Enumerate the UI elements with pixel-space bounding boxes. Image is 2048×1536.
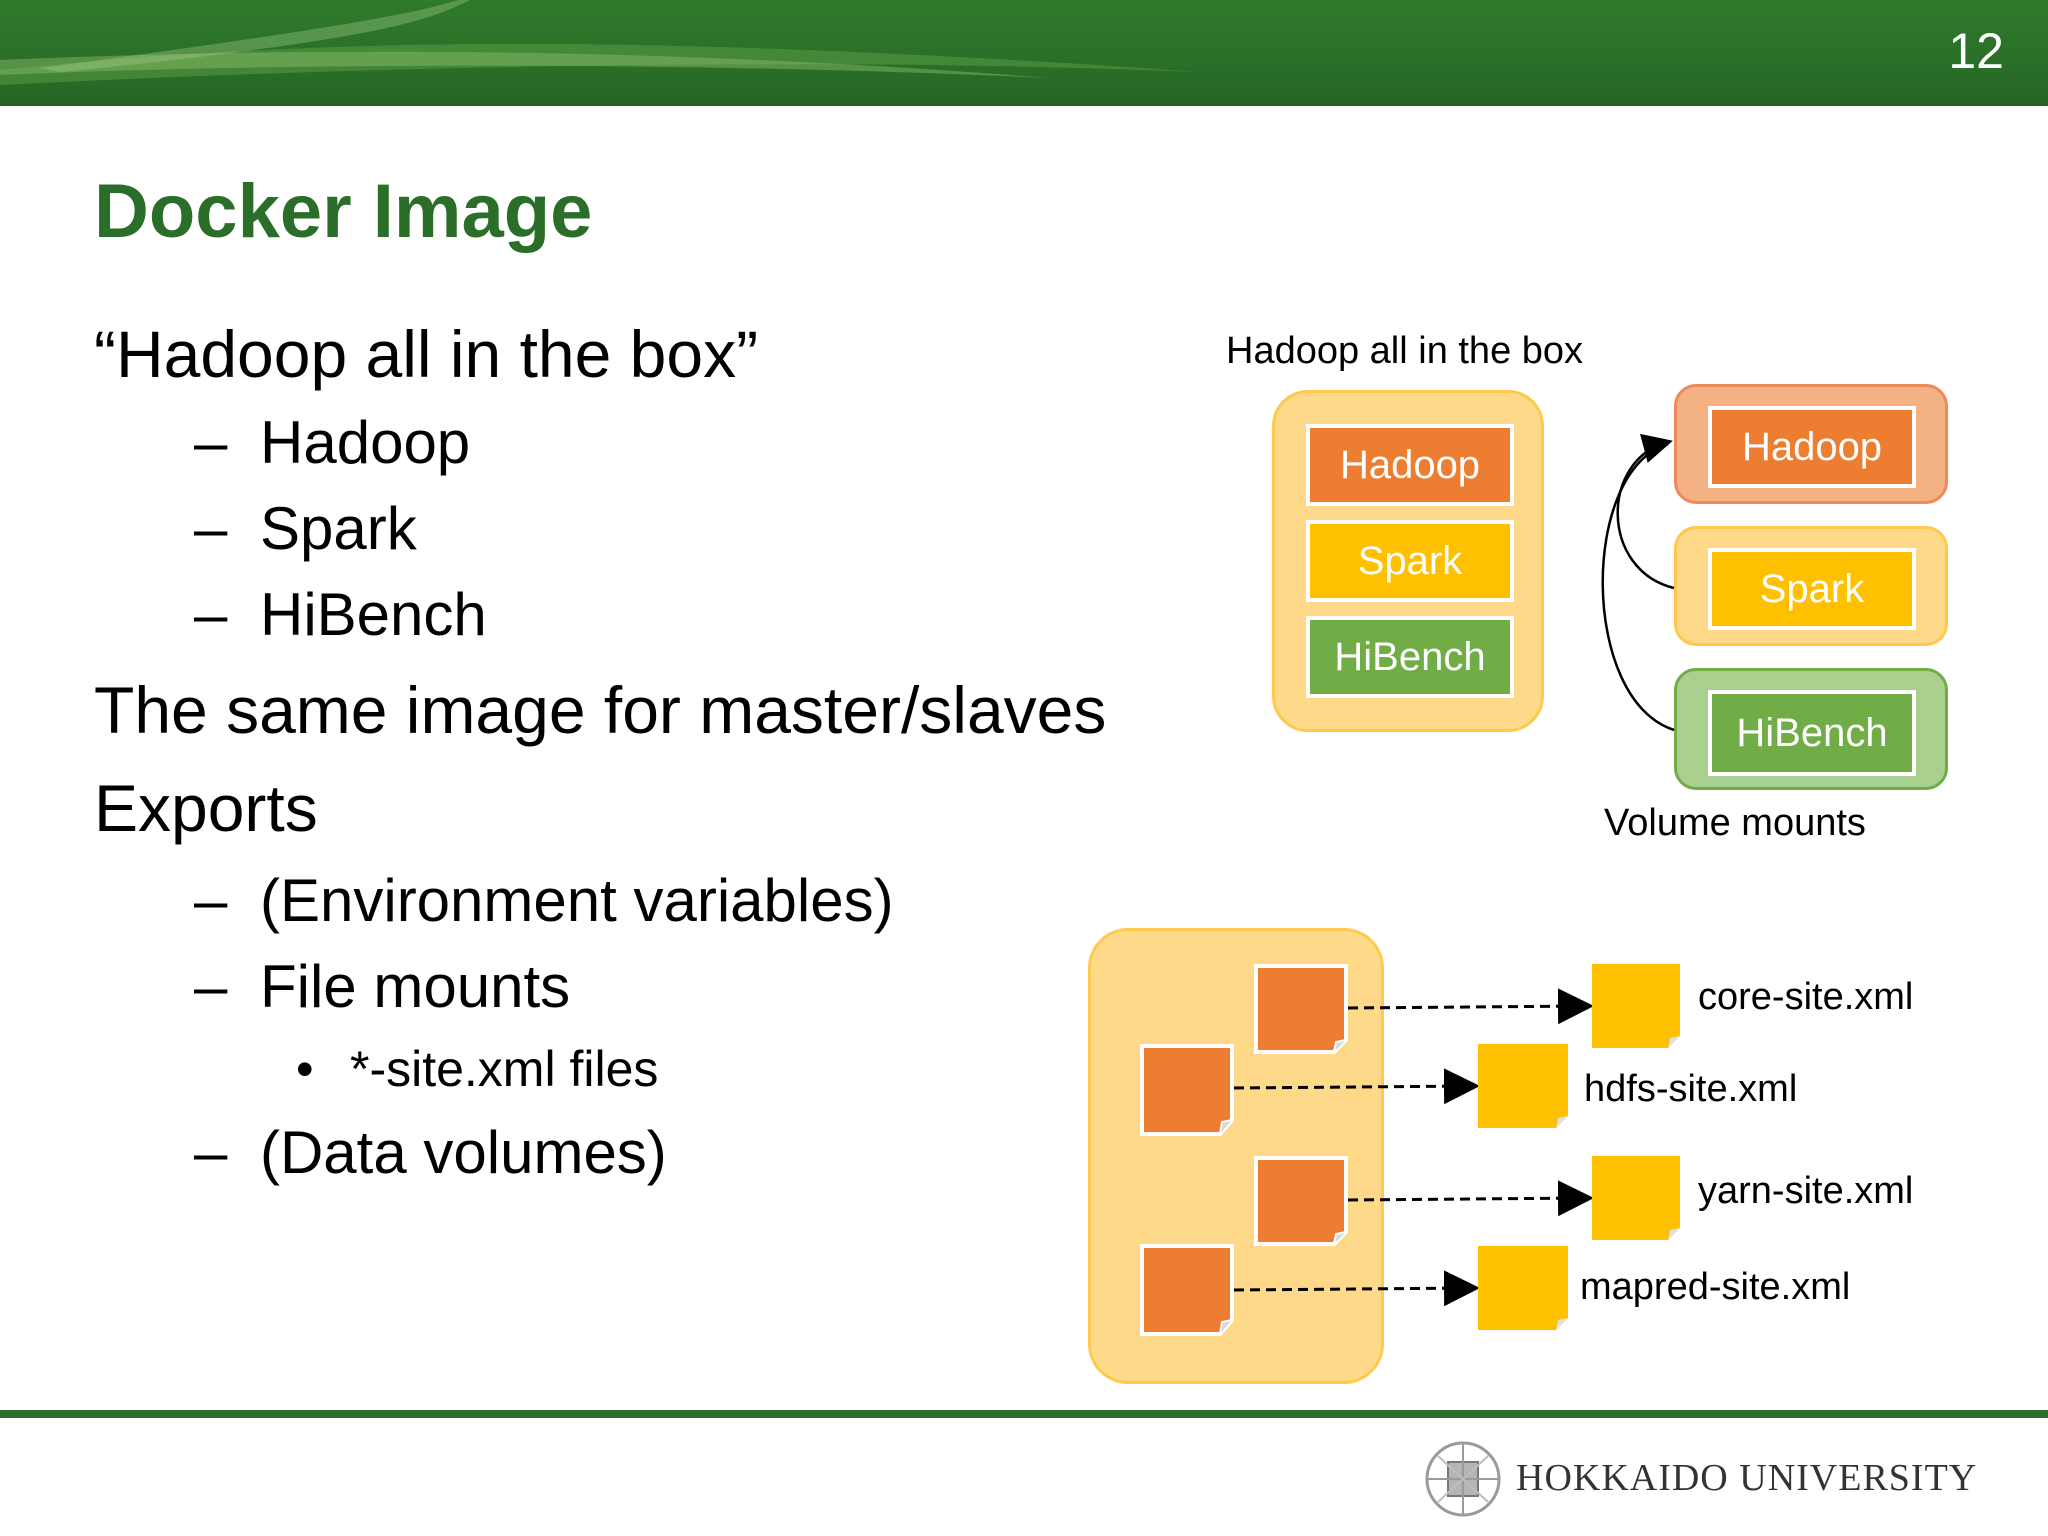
source-file-icon bbox=[1140, 1244, 1234, 1336]
dash-marker: – bbox=[194, 581, 228, 648]
source-file-icon bbox=[1140, 1044, 1234, 1136]
target-file-icon bbox=[1592, 964, 1680, 1048]
dash-marker: – bbox=[194, 409, 228, 476]
sub-bullet-environment-variables: (Environment variables) bbox=[260, 867, 894, 934]
sub-bullet-spark: Spark bbox=[260, 495, 417, 562]
university-name: HOKKAIDO UNIVERSITY bbox=[1516, 1457, 1978, 1499]
source-file-icon bbox=[1254, 964, 1348, 1054]
file-label-yarn-site: yarn-site.xml bbox=[1698, 1170, 1914, 1212]
target-file-icon bbox=[1478, 1246, 1568, 1330]
box-label: Hadoop all in the box bbox=[1226, 330, 1584, 372]
mount-spark: Spark bbox=[1708, 548, 1916, 630]
box-hibench: HiBench bbox=[1306, 616, 1514, 698]
target-file-icon bbox=[1478, 1044, 1568, 1128]
dash-marker: – bbox=[194, 953, 228, 1020]
slide-title: Docker Image bbox=[94, 169, 593, 254]
volume-mounts-label: Volume mounts bbox=[1604, 802, 1866, 844]
file-label-core-site: core-site.xml bbox=[1698, 976, 1914, 1018]
dash-marker: – bbox=[194, 495, 228, 562]
bullet-exports: Exports bbox=[94, 771, 318, 845]
sub-bullet-hadoop: Hadoop bbox=[260, 409, 471, 476]
sub-bullet-hibench: HiBench bbox=[260, 581, 487, 648]
dash-marker: – bbox=[194, 867, 228, 934]
bullet-same-image: The same image for master/slaves bbox=[94, 673, 1107, 747]
target-file-icon bbox=[1592, 1156, 1680, 1240]
sub-sub-bullet-site-xml-files: *-site.xml files bbox=[350, 1041, 659, 1097]
box-spark: Spark bbox=[1306, 520, 1514, 602]
sub-bullet-file-mounts: File mounts bbox=[260, 953, 571, 1020]
mount-hadoop: Hadoop bbox=[1708, 406, 1916, 488]
header-swoosh-decoration bbox=[0, 0, 1200, 85]
file-label-hdfs-site: hdfs-site.xml bbox=[1584, 1068, 1798, 1110]
header-bar: 12 bbox=[0, 0, 2048, 106]
footer-rule bbox=[0, 1410, 2048, 1418]
bullet-hadoop-all-in-box: “Hadoop all in the box” bbox=[94, 317, 759, 391]
file-label-mapred-site: mapred-site.xml bbox=[1580, 1266, 1851, 1308]
university-seal-icon bbox=[1425, 1441, 1501, 1517]
bullet-dot: • bbox=[296, 1041, 314, 1097]
box-hadoop: Hadoop bbox=[1306, 424, 1514, 506]
dash-marker: – bbox=[194, 1119, 228, 1186]
sub-bullet-data-volumes: (Data volumes) bbox=[260, 1119, 667, 1186]
source-file-icon bbox=[1254, 1156, 1348, 1246]
slide-number: 12 bbox=[1948, 23, 2004, 79]
mount-hibench: HiBench bbox=[1708, 690, 1916, 776]
